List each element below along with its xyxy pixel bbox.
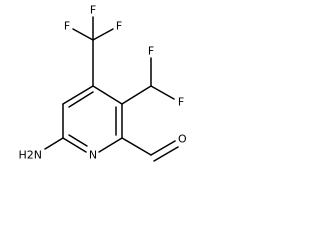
bond-c2-cho bbox=[121, 137, 152, 156]
cf3-fluorine-right-label: F bbox=[116, 20, 122, 33]
substituent-bonds bbox=[44, 16, 179, 162]
ring-nitrogen-label: N bbox=[89, 149, 97, 162]
pyridine-ring bbox=[62, 85, 123, 153]
amine-group-label: H2N bbox=[19, 149, 43, 162]
bond-n1-c6 bbox=[62, 137, 87, 153]
bond-cf3-f-right bbox=[92, 28, 114, 41]
bond-c3-chf2 bbox=[121, 85, 152, 105]
chf2-fluorine-upper-label: F bbox=[148, 45, 154, 58]
cf3-fluorine-top-label: F bbox=[90, 4, 96, 17]
double-bond-n1-c6 bbox=[68, 134, 88, 147]
atom-labels: H2N N O F F F F F bbox=[19, 4, 188, 162]
double-bond-c5-c4 bbox=[68, 91, 94, 108]
bond-c5-c4 bbox=[62, 85, 94, 105]
chf2-fluorine-lower-label: F bbox=[178, 96, 184, 109]
bond-c6-nh2 bbox=[44, 137, 64, 150]
aldehyde-oxygen-label: O bbox=[178, 133, 187, 146]
bond-cf3-f-left bbox=[72, 28, 94, 41]
double-bond-cho-o bbox=[153, 146, 179, 162]
bond-c4-c3 bbox=[92, 85, 123, 105]
bond-cho-o bbox=[150, 140, 176, 156]
cf3-fluorine-left-label: F bbox=[64, 20, 70, 33]
bond-chf2-f-lower bbox=[150, 85, 175, 100]
molecule-structure: H2N N O F F F F F bbox=[19, 4, 188, 162]
bond-c2-n1 bbox=[98, 137, 123, 153]
